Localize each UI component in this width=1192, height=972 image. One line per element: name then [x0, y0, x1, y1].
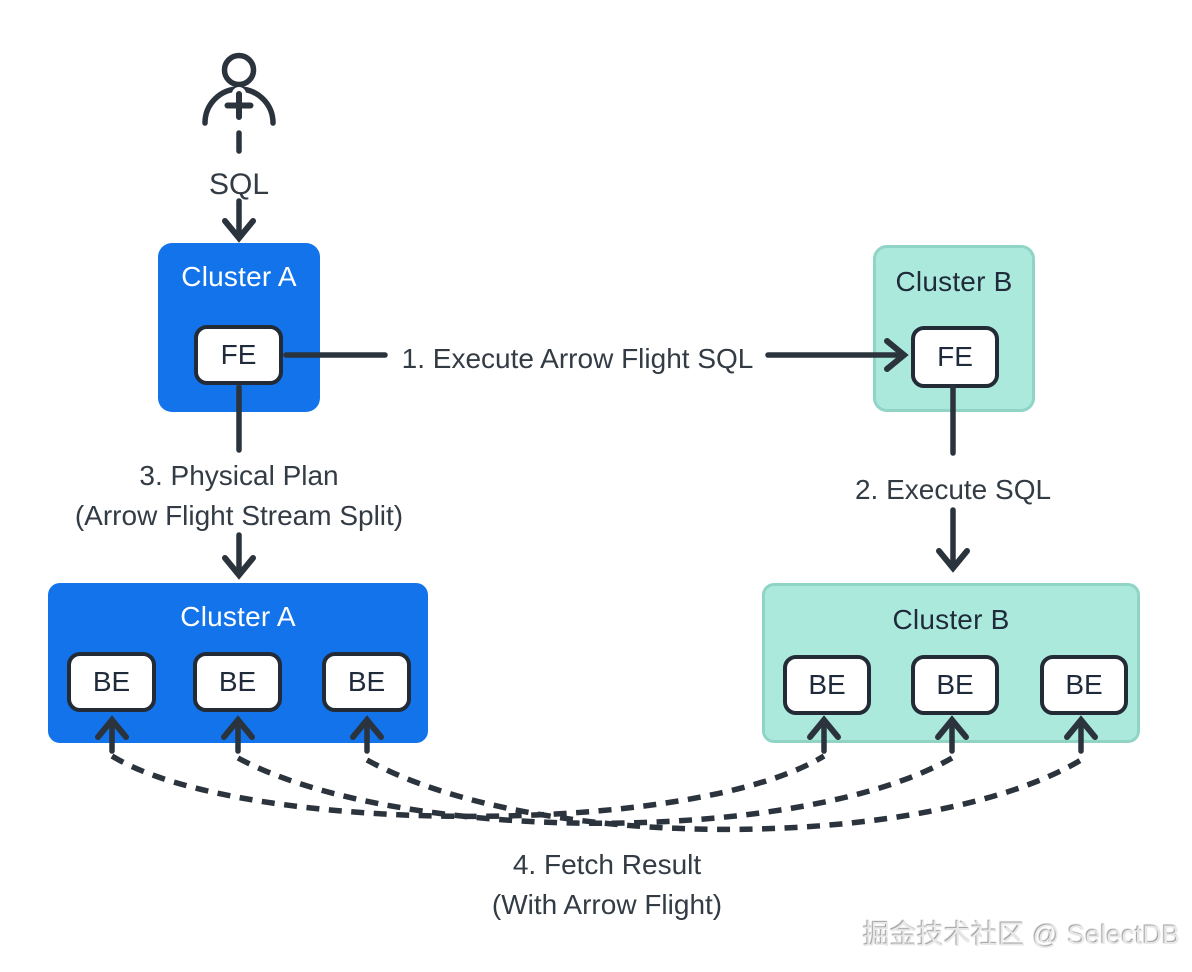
cluster-a-top-box: Cluster A FE — [158, 243, 320, 412]
cluster-a-fe-label: FE — [220, 339, 257, 370]
cluster-a-be-node-3: BE — [322, 652, 411, 712]
cluster-a-bottom-title: Cluster A — [180, 601, 296, 632]
cluster-a-be-label-2: BE — [218, 666, 257, 697]
cluster-b-be-node-1: BE — [783, 655, 871, 715]
cluster-a-top-title: Cluster A — [181, 261, 297, 292]
cluster-b-be-node-3: BE — [1040, 655, 1128, 715]
cluster-b-be-label-1: BE — [808, 669, 846, 700]
cluster-a-be-node-1: BE — [67, 652, 156, 712]
cluster-a-be-node-2: BE — [193, 652, 282, 712]
cluster-b-fe-node: FE — [911, 326, 999, 388]
fetch-result-curves — [110, 753, 1083, 833]
cluster-a-fe-node: FE — [194, 325, 283, 385]
step4-label-line2: (With Arrow Flight) — [491, 889, 723, 920]
step3-label-line2: (Arrow Flight Stream Split) — [74, 500, 404, 531]
watermark: 掘金技术社区 @ SelectDB — [863, 920, 1180, 950]
cluster-b-fe-label: FE — [937, 341, 973, 372]
sql-down-arrow — [222, 198, 256, 243]
user-plus-icon — [202, 52, 276, 154]
step4-label-line1: 4. Fetch Result — [512, 849, 702, 880]
cluster-b-bottom-title: Cluster B — [892, 604, 1010, 635]
sql-label: SQL — [208, 168, 270, 201]
cluster-b-top-box: Cluster B FE — [873, 245, 1035, 412]
step3-label-line1: 3. Physical Plan — [139, 460, 339, 491]
step3-label: 3. Physical Plan (Arrow Flight Stream Sp… — [14, 456, 464, 536]
cluster-b-be-label-2: BE — [936, 669, 974, 700]
cluster-b-be-node-2: BE — [911, 655, 999, 715]
step1-label: 1. Execute Arrow Flight SQL — [401, 343, 754, 374]
cluster-a-bottom-box: Cluster A BE BE BE — [48, 583, 428, 743]
cluster-a-be-label-1: BE — [92, 666, 131, 697]
step2-label: 2. Execute SQL — [854, 474, 1052, 505]
cluster-a-be-label-3: BE — [347, 666, 386, 697]
cluster-b-be-label-3: BE — [1065, 669, 1103, 700]
cluster-b-bottom-box: Cluster B BE BE BE — [762, 583, 1140, 743]
step4-label: 4. Fetch Result (With Arrow Flight) — [407, 845, 807, 925]
cluster-b-top-title: Cluster B — [895, 266, 1013, 297]
